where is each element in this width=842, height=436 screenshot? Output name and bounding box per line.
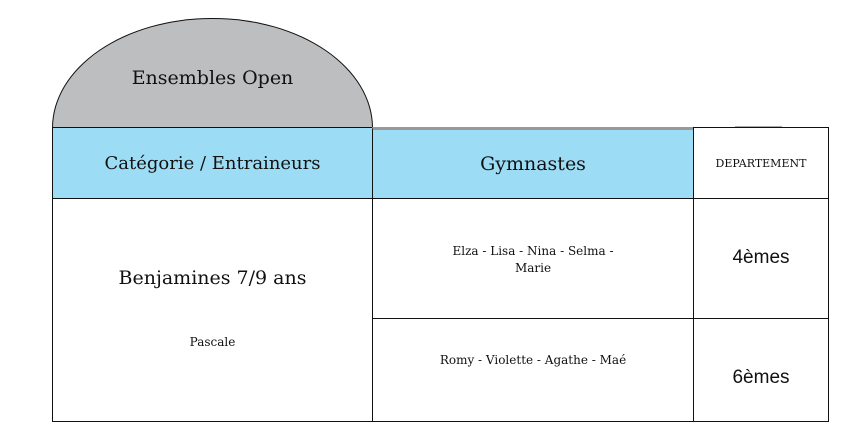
- department-value: 4èmes: [732, 247, 790, 268]
- category-cell: Benjamines 7/9 ans Pascale: [52, 198, 373, 422]
- header-gymnasts: Gymnastes: [372, 127, 694, 199]
- table-title: Ensembles Open: [131, 66, 294, 89]
- table-row-gymnasts: Elza - Lisa - Nina - Selma - Marie: [372, 198, 694, 319]
- header-category-label: Catégorie / Entraineurs: [104, 152, 321, 174]
- coach-name: Pascale: [189, 335, 236, 349]
- category-name: Benjamines 7/9 ans: [118, 267, 307, 289]
- table-row-department: 4èmes: [693, 198, 829, 319]
- table-title-tab: Ensembles Open: [52, 18, 373, 128]
- table-row-department: 6èmes: [693, 318, 829, 422]
- department-value: 6èmes: [732, 367, 790, 388]
- header-department: DEPARTEMENT: [693, 127, 829, 199]
- gymnasts-list: Elza - Lisa - Nina - Selma - Marie: [452, 244, 614, 275]
- header-department-label: DEPARTEMENT: [715, 156, 807, 170]
- header-category: Catégorie / Entraineurs: [52, 127, 373, 199]
- header-gymnasts-label: Gymnastes: [480, 153, 586, 175]
- table-row-gymnasts: Romy - Violette - Agathe - Maé: [372, 318, 694, 422]
- divider: [735, 126, 782, 127]
- gymnasts-list: Romy - Violette - Agathe - Maé: [439, 353, 627, 367]
